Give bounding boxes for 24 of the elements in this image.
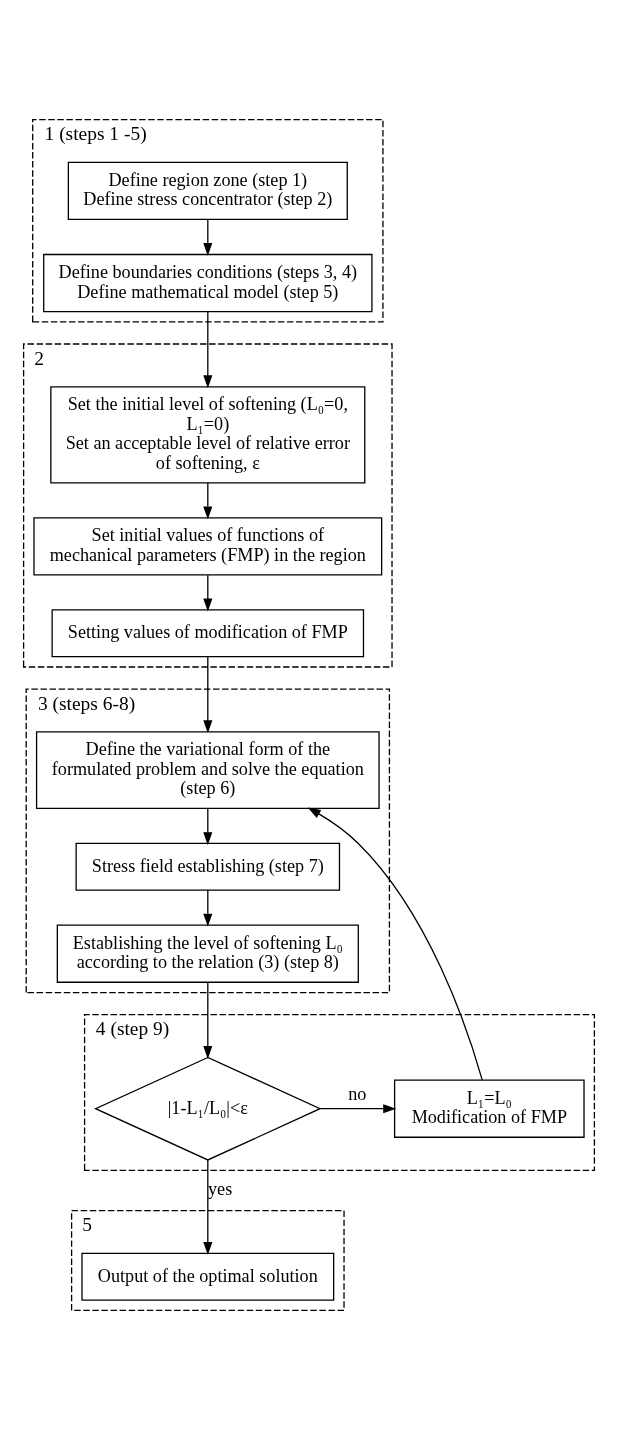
arrow bbox=[203, 574, 213, 612]
node-box: Set the initial level of softening (L₀=0, L₁=0) Set an acceptable level of relative error of softening, ε bbox=[50, 386, 366, 484]
arrow bbox=[203, 807, 213, 846]
node-box: Setting values of modification of FMP bbox=[51, 609, 365, 658]
node-box: Output of the optimal solution bbox=[81, 1252, 335, 1301]
node-box: L₁=L₀ Modification of FMP bbox=[393, 1079, 585, 1138]
node-box: Define boundaries conditions (steps 3, 4) Define mathematical model (step 5) bbox=[43, 253, 373, 313]
edge-label: no bbox=[348, 1083, 367, 1104]
arrow bbox=[203, 482, 213, 520]
arrow bbox=[203, 311, 213, 389]
arrow bbox=[203, 656, 213, 734]
node-box: Define region zone (step 1) Define stress concentrator (step 2) bbox=[67, 161, 348, 221]
arrow bbox=[203, 218, 213, 256]
arrow bbox=[203, 889, 213, 927]
arrow bbox=[203, 981, 213, 1059]
node-box: Establishing the level of softening L₀ according to the relation (3) (step 8) bbox=[56, 924, 359, 983]
arrow bbox=[307, 807, 483, 1081]
arrow bbox=[319, 1104, 397, 1114]
edge-label: yes bbox=[208, 1179, 233, 1200]
node-diamond: |1-L₁/L₀|<ε bbox=[94, 1056, 322, 1161]
node-box: Set initial values of functions of mechanical parameters (FMP) in the region bbox=[33, 517, 383, 576]
node-box: Define the variational form of the formulated problem and solve the equation (step 6) bbox=[35, 731, 380, 810]
node-box: Stress field establishing (step 7) bbox=[75, 842, 341, 891]
arrow bbox=[203, 1159, 213, 1256]
